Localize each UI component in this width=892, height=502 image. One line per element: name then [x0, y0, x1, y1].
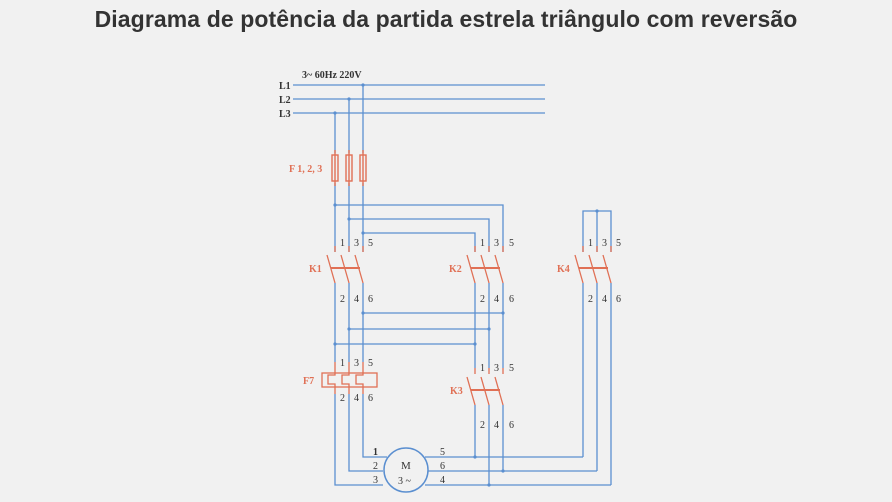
k1-terminal-5: 5 — [368, 238, 373, 249]
k4-label: K4 — [557, 264, 570, 275]
contactor-k1-symbol — [326, 246, 364, 284]
k3-terminal-6: 6 — [509, 420, 514, 431]
motor-terminal-2: 2 — [373, 461, 378, 472]
k4-terminal-1: 1 — [588, 238, 593, 249]
contactor-k3-symbol — [466, 368, 504, 406]
k3-terminal-2: 2 — [480, 420, 485, 431]
k4-terminal-5: 5 — [616, 238, 621, 249]
line-l2-label: L2 — [279, 95, 291, 106]
k1-label: K1 — [309, 264, 322, 275]
f7-terminal-1: 1 — [340, 358, 345, 369]
contactor-k2-symbol — [466, 246, 504, 284]
contactor-k4-symbol — [574, 246, 612, 284]
f7-terminal-4: 4 — [354, 393, 359, 404]
k4-terminal-6: 6 — [616, 294, 621, 305]
motor-terminal-3: 3 — [373, 475, 378, 486]
junction-dots — [333, 83, 599, 487]
k3-terminal-3: 3 — [494, 363, 499, 374]
k2-terminal-2: 2 — [480, 294, 485, 305]
k4-terminal-4: 4 — [602, 294, 607, 305]
line-l3-label: L3 — [279, 109, 291, 120]
k3-terminal-5: 5 — [509, 363, 514, 374]
motor-terminal-5: 5 — [440, 447, 445, 458]
f7-terminal-6: 6 — [368, 393, 373, 404]
k3-terminal-4: 4 — [494, 420, 499, 431]
f7-label: F7 — [303, 376, 314, 387]
k1-terminal-3: 3 — [354, 238, 359, 249]
k1-terminal-4: 4 — [354, 294, 359, 305]
motor-terminal-6: 6 — [440, 461, 445, 472]
fuses-label: F 1, 2, 3 — [289, 164, 322, 175]
f7-terminal-5: 5 — [368, 358, 373, 369]
f7-terminal-2: 2 — [340, 393, 345, 404]
k3-label: K3 — [450, 386, 463, 397]
k1-terminal-6: 6 — [368, 294, 373, 305]
k2-terminal-1: 1 — [480, 238, 485, 249]
k2-terminal-6: 6 — [509, 294, 514, 305]
motor-terminal-1: 1 — [373, 447, 378, 458]
k2-terminal-5: 5 — [509, 238, 514, 249]
k2-terminal-3: 3 — [494, 238, 499, 249]
overload-relay-f7-symbol — [321, 362, 378, 394]
k2-label: K2 — [449, 264, 462, 275]
k2-terminal-4: 4 — [494, 294, 499, 305]
k1-terminal-2: 2 — [340, 294, 345, 305]
motor-symbol-label: M — [401, 460, 411, 472]
k1-terminal-1: 1 — [340, 238, 345, 249]
motor-terminal-4: 4 — [440, 475, 445, 486]
fuses-f123 — [331, 150, 367, 186]
k4-terminal-3: 3 — [602, 238, 607, 249]
line-l1-label: L1 — [279, 81, 291, 92]
k3-terminal-1: 1 — [480, 363, 485, 374]
page-title: Diagrama de potência da partida estrela … — [94, 6, 798, 32]
f7-terminal-3: 3 — [354, 358, 359, 369]
wires — [293, 84, 612, 486]
supply-label: 3~ 60Hz 220V — [302, 70, 362, 81]
motor-phase-label: 3 ~ — [398, 476, 412, 487]
k4-terminal-2: 2 — [588, 294, 593, 305]
motor-symbol — [383, 447, 429, 493]
